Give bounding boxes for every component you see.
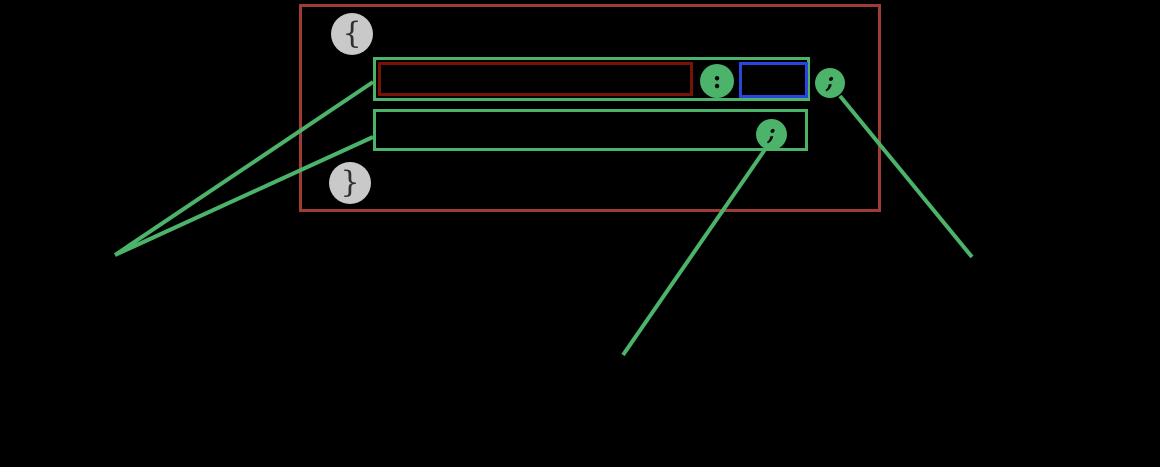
property-outline	[378, 62, 693, 96]
semicolon-badge-2: ;	[756, 119, 787, 150]
value-outline	[739, 62, 808, 98]
closing-brace-badge: }	[329, 162, 371, 204]
semicolon-glyph-1: ;	[825, 68, 835, 94]
colon-glyph: :	[712, 65, 722, 94]
semicolon-glyph-2: ;	[767, 119, 776, 146]
declaration-1-outline	[373, 57, 810, 101]
opening-brace-badge: {	[331, 13, 373, 55]
semicolon-badge-1: ;	[815, 68, 845, 98]
opening-brace-glyph: {	[342, 16, 362, 51]
closing-brace-glyph: }	[340, 165, 360, 200]
colon-separator-badge: :	[700, 64, 734, 98]
declaration-block-outline	[299, 4, 881, 212]
declaration-2-outline	[373, 109, 808, 151]
